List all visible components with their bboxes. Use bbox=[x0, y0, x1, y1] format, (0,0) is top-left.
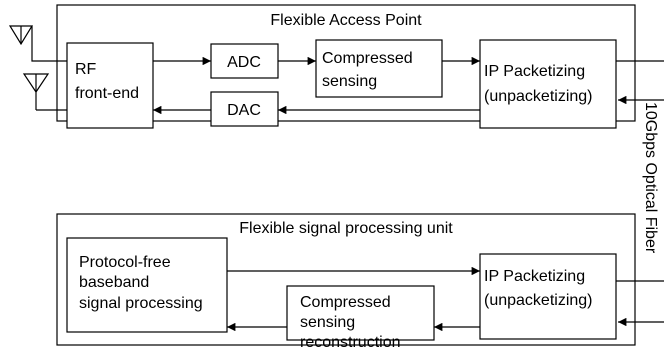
access-point-title: Flexible Access Point bbox=[270, 12, 422, 29]
rf-frontend-label: front-end bbox=[75, 85, 139, 102]
dac-label: DAC bbox=[227, 102, 261, 119]
adc-block bbox=[210, 43, 279, 79]
ip-packetizing-label: (unpacketizing) bbox=[484, 292, 593, 309]
ip-packetizing-label: (unpacketizing) bbox=[484, 88, 593, 105]
reconstruction-label: Compressed bbox=[300, 294, 391, 311]
rf-frontend-block bbox=[66, 42, 154, 129]
compressed-sensing-label: sensing bbox=[322, 73, 377, 90]
reconstruction-block bbox=[286, 285, 435, 341]
processing-unit-title: Flexible signal processing unit bbox=[239, 220, 453, 237]
antenna-icon bbox=[8, 25, 67, 62]
ip-packetizing-label: IP Packetizing bbox=[484, 63, 585, 80]
compressed-sensing-block bbox=[315, 39, 443, 98]
baseband-label: baseband bbox=[79, 274, 149, 291]
dac-block bbox=[210, 91, 279, 127]
optical-fiber-label: 10Gbps Optical Fiber bbox=[642, 102, 659, 254]
baseband-label: Protocol-free bbox=[79, 254, 171, 271]
baseband-label: signal processing bbox=[79, 295, 203, 312]
rf-frontend-label: RF bbox=[75, 61, 97, 78]
ip-packetizing-block-top bbox=[479, 39, 617, 129]
reconstruction-label: sensing bbox=[300, 314, 355, 331]
compressed-sensing-label: Compressed bbox=[322, 50, 413, 67]
ip-packetizing-block-bottom bbox=[479, 253, 617, 340]
baseband-block bbox=[66, 237, 228, 333]
antenna-icon bbox=[22, 73, 67, 111]
optical-fiber-link bbox=[616, 60, 664, 327]
ip-packetizing-label: IP Packetizing bbox=[484, 268, 585, 285]
adc-label: ADC bbox=[227, 54, 261, 71]
reconstruction-label: reconstruction bbox=[300, 334, 401, 351]
